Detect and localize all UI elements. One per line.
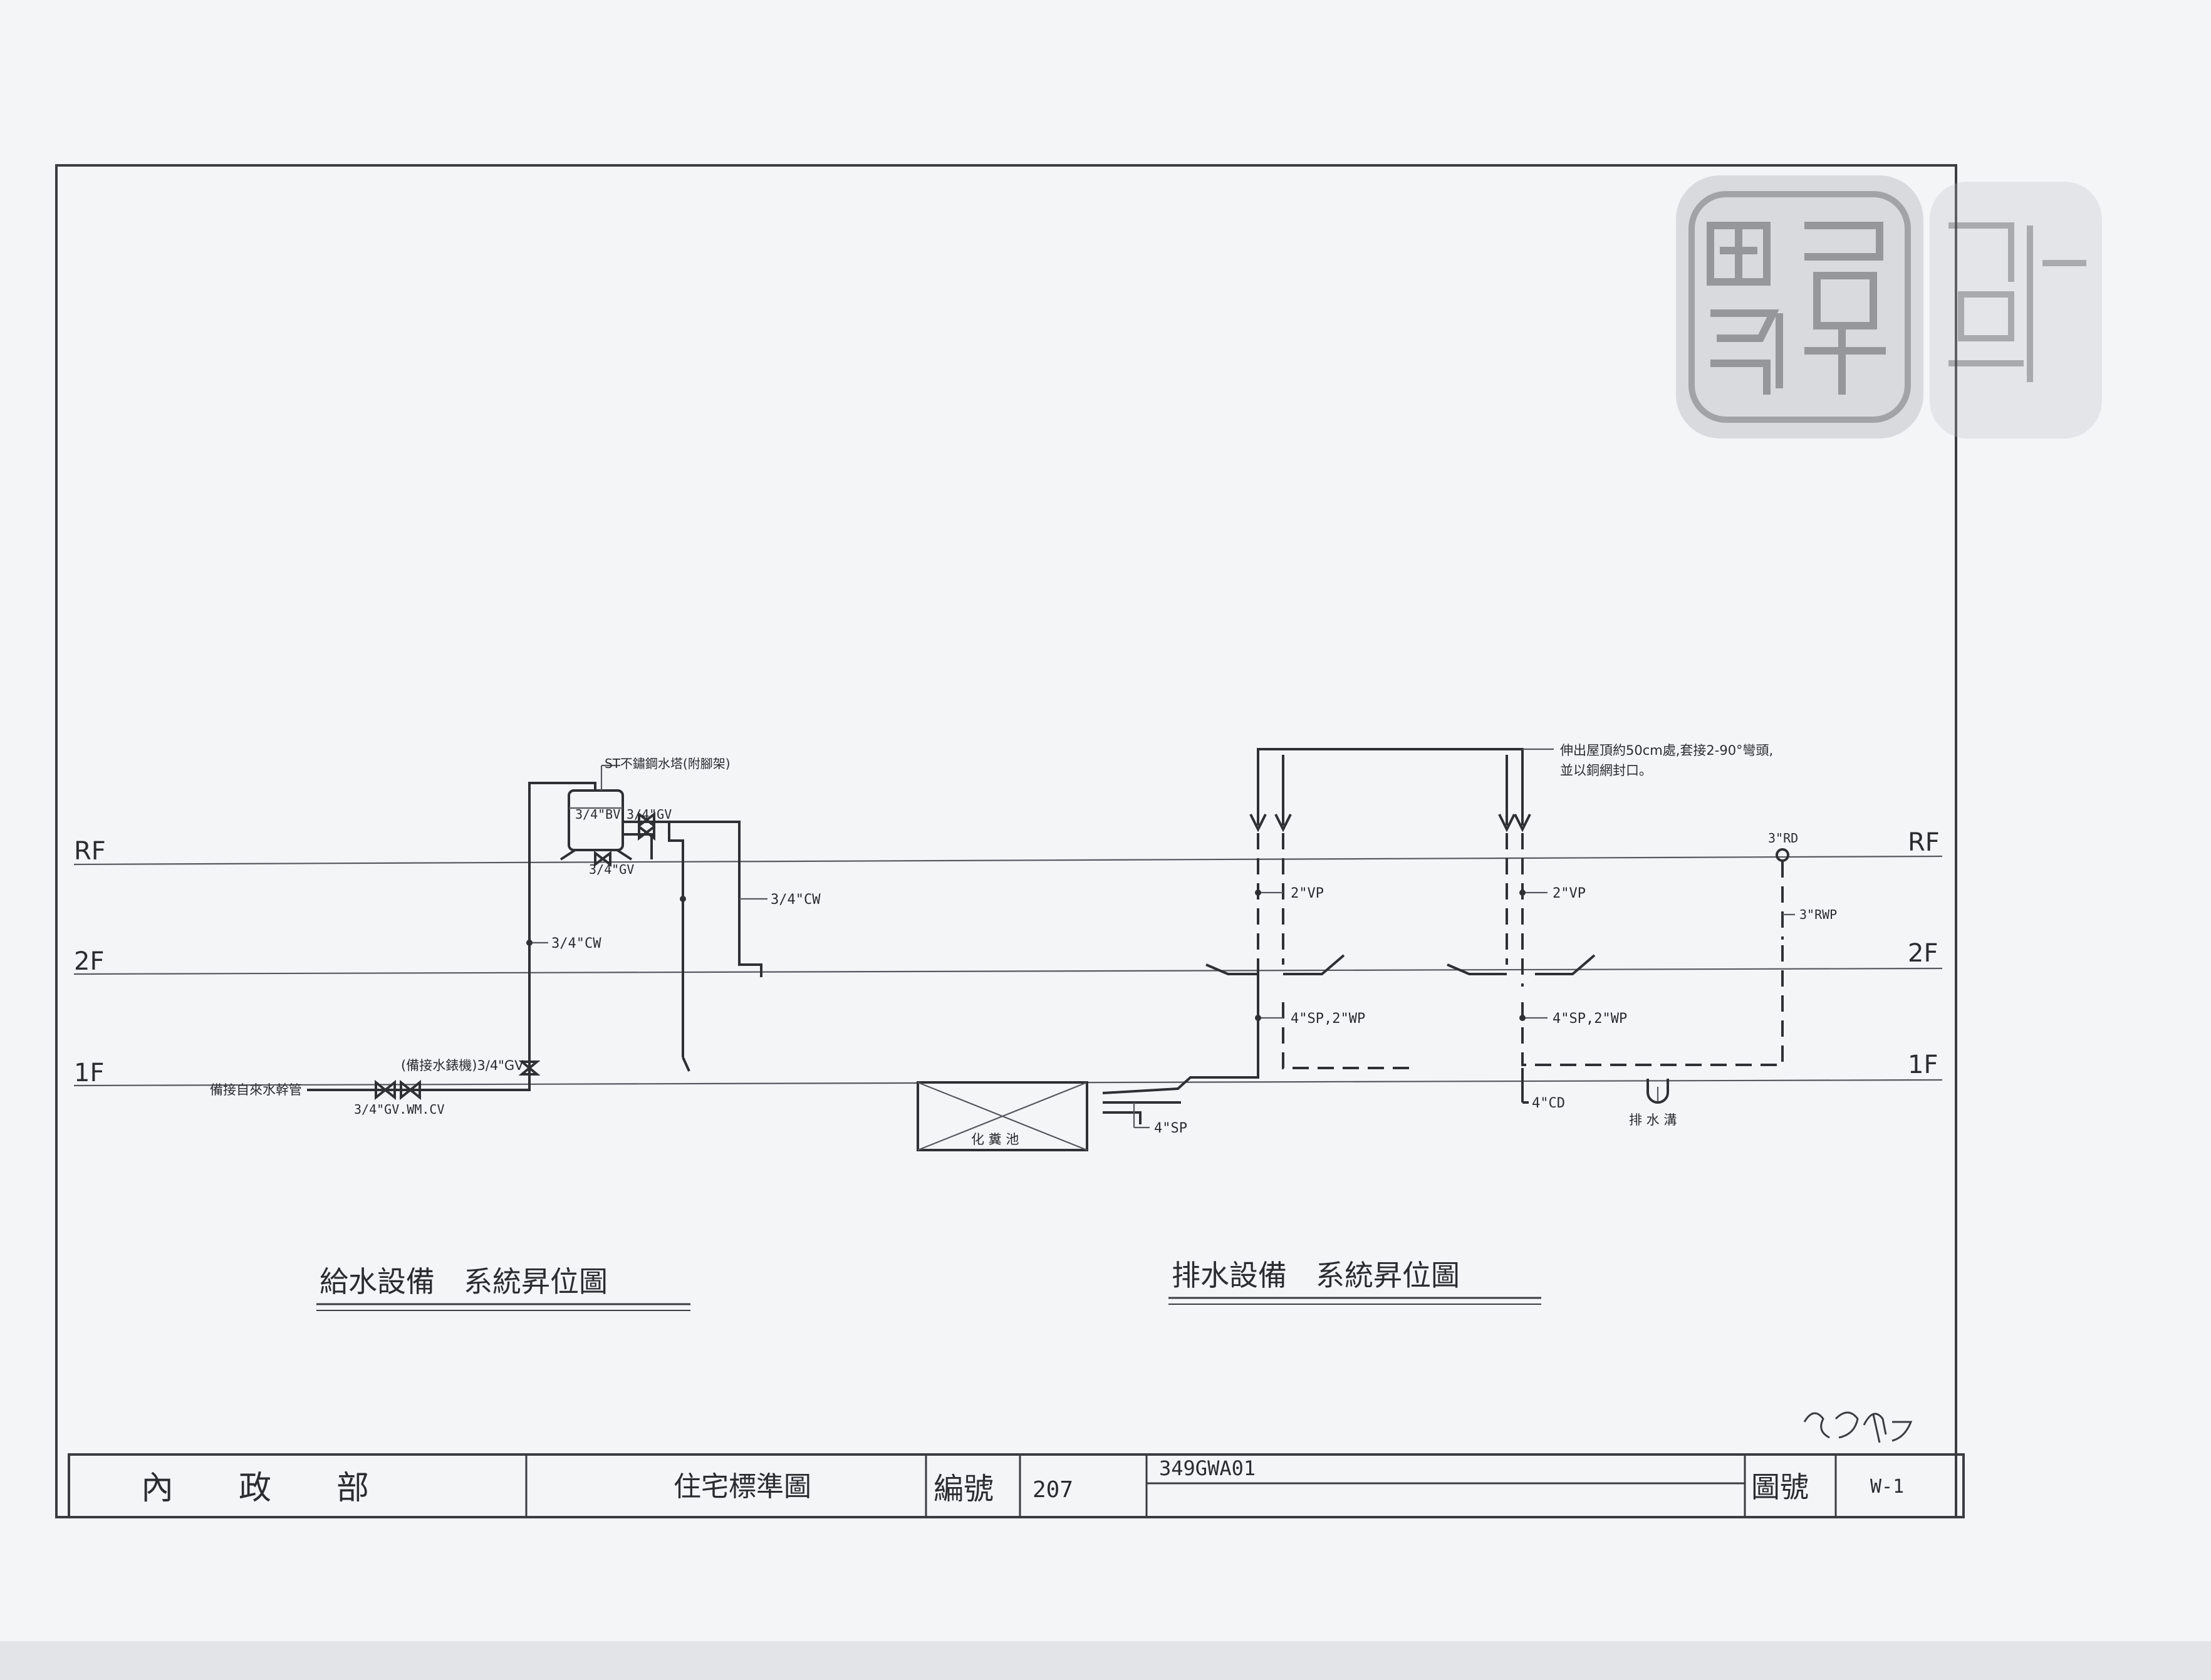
- roof-drain-icon: [1776, 848, 1789, 862]
- drainage-piping: [917, 748, 1795, 1151]
- cw-label-upper: 3/4"CW: [771, 892, 821, 908]
- serial-value: 207: [1033, 1477, 1073, 1503]
- rd-label: 3"RD: [1768, 831, 1798, 846]
- serial-label: 編號: [934, 1471, 994, 1506]
- vent-arrow-icon: [1249, 814, 1267, 832]
- floor-label-rf-left: RF: [74, 837, 106, 866]
- handwritten-signature: [1803, 1411, 1913, 1443]
- drainage-title: 排水設備 系統昇位圖: [1172, 1258, 1460, 1292]
- floor-label-2f-right: 2F: [1908, 939, 1938, 968]
- drawing-code: 349GWA01: [1159, 1456, 1256, 1480]
- drain-trench-icon: [1647, 1079, 1669, 1104]
- supply-title: 給水設備 系統昇位圖: [320, 1265, 608, 1299]
- tank-label: ST不鏽鋼水塔(附腳架): [605, 756, 731, 771]
- sp-label: 4"SP: [1154, 1121, 1187, 1136]
- sheet-value: W-1: [1870, 1476, 1904, 1498]
- gv-bottom-label: 3/4"GV: [589, 862, 634, 877]
- sp-wp-label-left: 4"SP,2"WP: [1291, 1011, 1365, 1027]
- official-seal: [1676, 175, 2102, 438]
- vent-arrow-icon: [1514, 814, 1531, 832]
- gate-valve-bottom-icon: [594, 851, 611, 867]
- floor-label-rf-right: RF: [1908, 828, 1940, 857]
- inlet-valve-icon: [375, 1079, 421, 1101]
- vent-note-line2: 並以銅網封口。: [1560, 763, 1652, 778]
- cw-label-lower: 3/4"CW: [551, 936, 601, 951]
- vp-label-right: 2"VP: [1553, 886, 1586, 901]
- gv-top-label: 3/4"GV: [627, 807, 672, 822]
- rwp-label: 3"RWP: [1799, 907, 1837, 922]
- gate-valve-top-icon: [638, 812, 655, 828]
- floor-label-1f-left: 1F: [74, 1059, 104, 1087]
- vent-note-line1: 伸出屋頂約50cm處,套接2-90°彎頭,: [1560, 743, 1773, 758]
- sp-wp-label-right: 4"SP,2"WP: [1553, 1011, 1627, 1027]
- meter-valve-label: (備接水錶機)3/4"GV: [401, 1058, 524, 1073]
- inlet-label: 備接自來水幹管: [210, 1082, 302, 1097]
- floor-label-2f-left: 2F: [74, 947, 104, 976]
- inlet-valve-label: 3/4"GV.WM.CV: [354, 1102, 445, 1117]
- floor-label-1f-right: 1F: [1908, 1050, 1938, 1079]
- title-block: [68, 1453, 1965, 1518]
- septic-label: 化 糞 池: [971, 1132, 1019, 1147]
- gate-valve-icon: [518, 1060, 541, 1076]
- vent-arrow-icon: [1498, 814, 1516, 832]
- drawing-type: 住宅標準圖: [674, 1471, 811, 1503]
- agency-name: 內 政 部: [141, 1470, 369, 1507]
- bv-label: 3/4"BV: [575, 807, 620, 822]
- supply-piping: [307, 764, 767, 1101]
- sheet-label: 圖號: [1751, 1470, 1809, 1504]
- trench-label: 排 水 溝: [1629, 1112, 1677, 1128]
- vp-label-left: 2"VP: [1291, 886, 1324, 901]
- cd-label: 4"CD: [1532, 1096, 1565, 1111]
- vent-arrow-icon: [1274, 814, 1292, 832]
